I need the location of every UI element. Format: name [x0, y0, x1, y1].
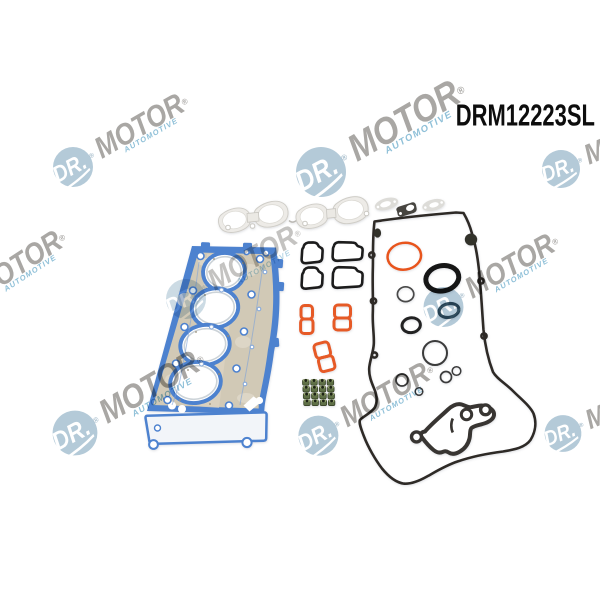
svg-text:DRM12223SL: DRM12223SL [456, 98, 595, 132]
